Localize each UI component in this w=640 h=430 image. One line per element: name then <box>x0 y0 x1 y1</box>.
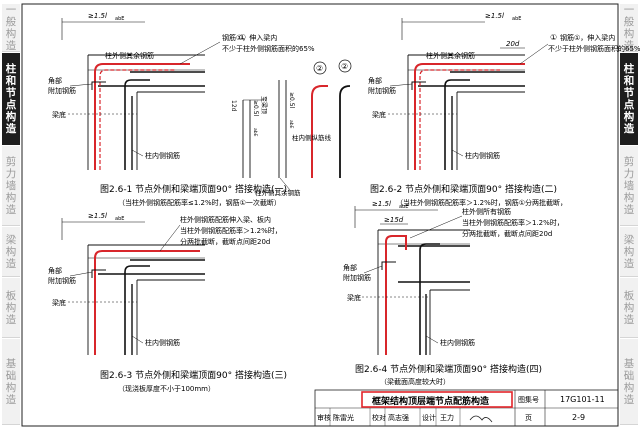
fig3-dim-label: ≥1.5l <box>88 212 107 220</box>
fig1-la2-sub: abE <box>288 120 294 129</box>
left-tab-foundation[interactable]: 基础构造 <box>2 339 20 425</box>
fig1-steel1b: 不少于柱外侧钢筋面积的65% <box>222 44 315 53</box>
fig1-rebar-2 <box>311 85 328 178</box>
fig4-rebar <box>385 235 407 355</box>
fig4-note: （梁截面高度较大时） <box>380 377 450 386</box>
fig2-corner: 角部 <box>368 76 382 85</box>
fig3-caption: 图2.6-3 节点外侧和梁端顶面90° 搭接构造(三) <box>100 369 287 381</box>
left-tab-slab[interactable]: 板构造 <box>2 278 20 338</box>
fig4-note-b: 当柱外侧钢筋配筋率＞1.2%时， <box>462 218 564 227</box>
right-tab-shear-wall[interactable]: 剪力墙构造 <box>620 146 638 226</box>
design-label: 设计 <box>422 413 436 422</box>
title-highlight <box>361 391 513 408</box>
fig3-dim-sub: abE <box>115 216 124 222</box>
fig1-inner-rebar: 柱内侧钢筋 <box>145 151 180 160</box>
fig2-steel1: 钢筋①，伸入梁内 <box>560 33 615 42</box>
fig2-steel1b: 不少于柱外侧钢筋面积的65% <box>548 44 640 53</box>
fig2-dim-label: ≥1.5l <box>485 12 504 20</box>
fig2-d20: 20d <box>506 40 520 48</box>
fig2-circle1: ① <box>550 33 557 42</box>
fig2-inner-rebar: 柱内侧钢筋 <box>465 151 500 160</box>
fig2-note: （当柱外侧钢筋配筋率＞1.2%时，钢筋①分两批截断， <box>396 198 567 207</box>
fig1-note: （当柱外侧钢筋配筋率≤1.2%时，钢筋①一次截断） <box>118 198 281 207</box>
fig1-top-face: 至梁顶 <box>260 96 268 114</box>
fig1-rest-rebar: 柱外侧其余钢筋 <box>255 188 301 197</box>
page-label: 页 <box>525 414 532 422</box>
fig2-caption: 图2.6-2 节点外侧和梁端顶面90° 搭接构造(二) <box>370 183 557 195</box>
fig4-corner: 角部 <box>343 263 357 272</box>
fig3-note-c: 分两批截断，截断点间距20d <box>180 237 270 246</box>
fig1-beam-bottom: 梁底 <box>52 110 66 119</box>
right-tab-general[interactable]: 一般构造 <box>620 4 638 52</box>
designer: 王力 <box>440 413 454 422</box>
fig1-circle1: ① <box>239 33 246 42</box>
fig4-note-c: 分两批截断，截断点间距20d <box>462 229 552 238</box>
fig4-caption: 图2.6-4 节点外侧和梁端顶面90° 搭接构造(四) <box>355 363 542 375</box>
signature-mark <box>469 415 493 423</box>
fig4-inner-rebar: 柱内侧钢筋 <box>440 338 475 347</box>
fig3-inner-rebar: 柱内侧钢筋 <box>145 338 180 347</box>
figure-2-6-2: ≥1.5l abE 20d ① 钢筋①，伸入梁内 不少于柱外侧钢筋面积的65% … <box>368 12 640 207</box>
left-tab-column-joint[interactable]: 柱和节点构造 <box>2 53 20 145</box>
fig2-other-rebar: 柱外侧其余钢筋 <box>426 51 475 60</box>
atlas-label: 图集号 <box>518 395 539 404</box>
fig4-dim-sub: abE <box>399 204 408 210</box>
right-tab-foundation[interactable]: 基础构造 <box>620 339 638 425</box>
right-tab-column-joint[interactable]: 柱和节点构造 <box>620 53 638 145</box>
fig3-rebar <box>94 250 200 355</box>
fig2-beam-bottom: 梁底 <box>372 110 386 119</box>
fig1-circle2a: ② <box>341 62 348 71</box>
left-tab-beam[interactable]: 梁构造 <box>2 227 20 277</box>
review-label: 审核 <box>317 413 331 422</box>
fig2-dim-sub: abE <box>512 16 521 22</box>
fig1-dim-sub: abE <box>115 16 124 22</box>
fig2-corner2: 附加钢筋 <box>368 86 396 95</box>
fig4-dim-label: ≥1.5l <box>372 200 391 208</box>
reviewer: 陈雷光 <box>333 413 354 422</box>
title-text: 框架结构顶层端节点配筋构造 <box>372 395 490 407</box>
fig3-corner2: 附加钢筋 <box>48 276 76 285</box>
figure-2-6-3: ≥1.5l abE 柱外侧钢筋配筋伸入梁、板内 当柱外侧钢筋配筋率＞1.2%时，… <box>48 212 287 393</box>
fig1-steel1: 钢筋①，伸入梁内 <box>222 33 277 42</box>
fig1-circle2: ② <box>316 64 323 73</box>
fig4-d15: ≥15d <box>384 216 404 224</box>
figure-2-6-4: ≥1.5l abE ≥15d 柱外侧所有钢筋 当柱外侧钢筋配筋率＞1.2%时， … <box>343 200 564 386</box>
check-label: 校对 <box>372 413 386 422</box>
right-tab-beam[interactable]: 梁构造 <box>620 227 638 277</box>
fig2-rebar-1 <box>414 63 525 170</box>
fig1-d12: 12d <box>230 100 237 112</box>
fig1-dim-label: ≥1.5l <box>88 12 107 20</box>
checker: 高志强 <box>388 413 409 422</box>
fig1-corner2: 附加钢筋 <box>48 86 76 95</box>
fig3-note-a: 柱外侧钢筋配筋伸入梁、板内 <box>180 215 271 224</box>
fig4-corner2: 附加钢筋 <box>343 273 371 282</box>
fig1-edge-line: 柱内侧纵筋线 <box>292 133 332 142</box>
fig1-corner: 角部 <box>48 76 62 85</box>
left-tab-shear-wall[interactable]: 剪力墙构造 <box>2 146 20 226</box>
fig3-note: （现浇板厚度不小于100mm） <box>118 384 215 393</box>
right-tab-slab[interactable]: 板构造 <box>620 278 638 338</box>
title-block: 框架结构顶层端节点配筋构造 图集号 17G101-11 审核 陈雷光 校对 高志… <box>314 389 619 427</box>
fig4-note-a: 柱外侧所有钢筋 <box>462 207 511 216</box>
fig1-rebar-1 <box>94 63 190 170</box>
fig1-la1: ≥0.5l <box>252 100 259 117</box>
fig1-caption: 图2.6-1 节点外侧和梁端顶面90° 搭接构造(一) <box>100 183 287 195</box>
fig3-corner: 角部 <box>48 266 62 275</box>
fig3-beam-bottom: 梁底 <box>52 298 66 307</box>
atlas-no: 17G101-11 <box>560 395 605 404</box>
fig1-la1-sub: abE <box>252 128 258 137</box>
page-no: 2-9 <box>572 413 585 422</box>
fig1-la2: ≥0.5l <box>288 92 295 109</box>
fig4-beam-bottom: 梁底 <box>347 293 361 302</box>
left-tab-general[interactable]: 一般构造 <box>2 4 20 52</box>
figure-2-6-1: ≥1.5l abE ① 钢筋①，伸入梁内 不少于柱外侧钢筋面积的65% 柱外侧其… <box>48 12 352 207</box>
fig1-other-rebar: 柱外侧其余钢筋 <box>105 51 154 60</box>
fig3-note-b: 当柱外侧钢筋配筋率＞1.2%时， <box>180 226 282 235</box>
